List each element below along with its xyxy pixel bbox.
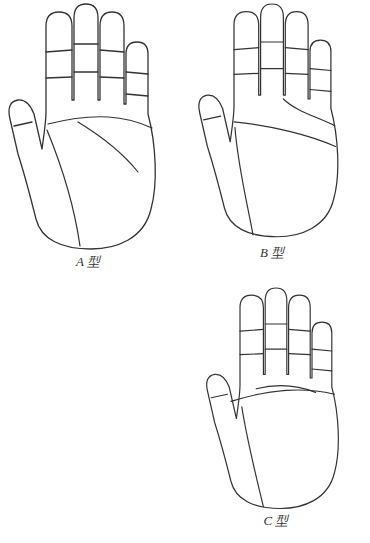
type-label: C 型 bbox=[262, 513, 291, 529]
hand-type-a bbox=[9, 4, 155, 249]
type-label: B 型 bbox=[258, 245, 286, 261]
type-label: A 型 bbox=[74, 254, 102, 270]
hand-type-c bbox=[207, 288, 339, 509]
hand-type-b bbox=[199, 4, 338, 237]
